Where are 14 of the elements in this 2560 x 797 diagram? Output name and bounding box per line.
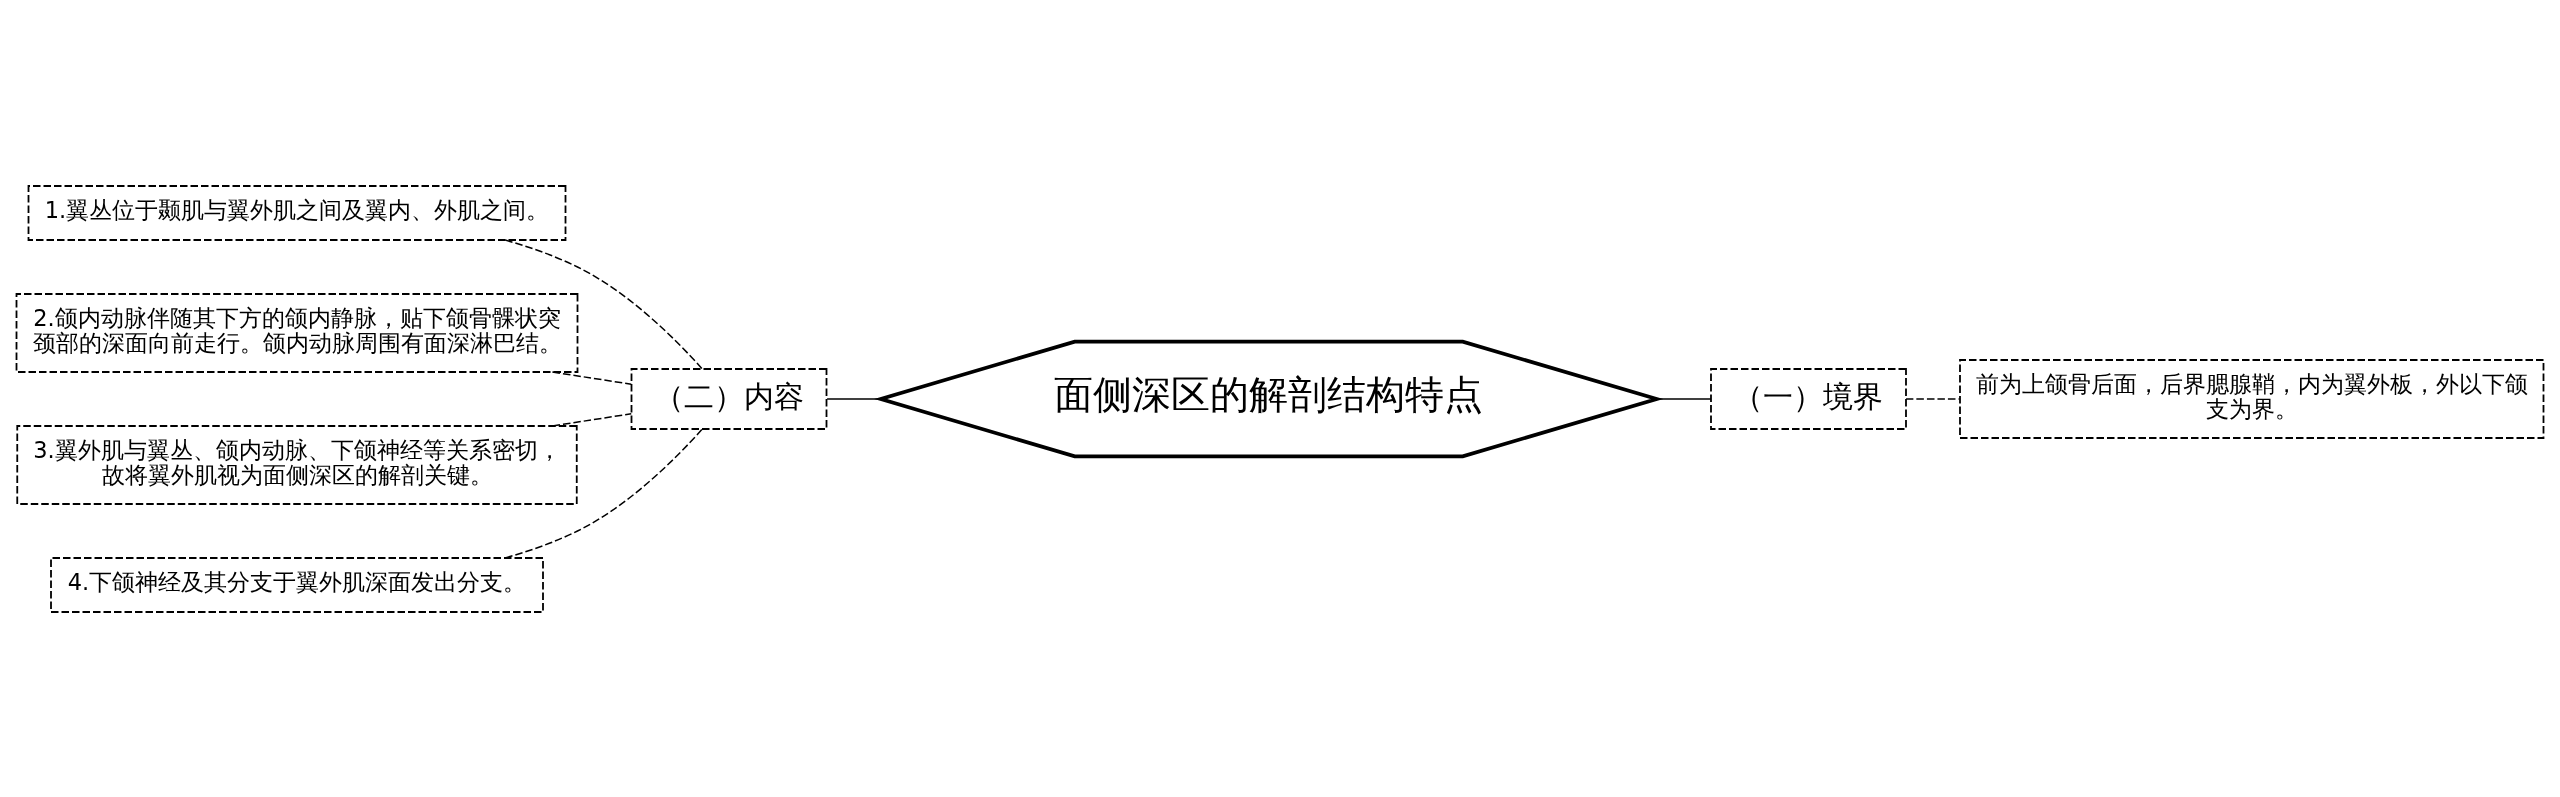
- connector: [1905, 397, 1961, 400]
- connector: [551, 370, 632, 385]
- node-box: 1.翼丛位于颞肌与翼外肌之间及翼内、外肌之间。: [27, 184, 567, 241]
- connector: [1656, 397, 1712, 400]
- connector: [504, 428, 703, 559]
- node-box: （二）内容: [630, 367, 828, 430]
- connector: [551, 412, 632, 427]
- node-box: 2.颌内动脉伴随其下方的颌内静脉，贴下颌骨髁状突颈部的深面向前走行。颌内动脉周围有面深淋巴结。: [15, 292, 579, 373]
- node-box: （一）境界: [1710, 367, 1907, 430]
- node-box: 4.下颌神经及其分支于翼外肌深面发出分支。: [50, 556, 544, 613]
- node-box: 3.翼外肌与翼丛、颌内动脉、下颌神经等关系密切，故将翼外肌视为面侧深区的解剖关键。: [16, 424, 578, 505]
- connector: [826, 397, 882, 400]
- connector: [504, 238, 703, 369]
- node-box: 前为上颌骨后面，后界腮腺鞘，内为翼外板，外以下颌支为界。: [1959, 358, 2545, 439]
